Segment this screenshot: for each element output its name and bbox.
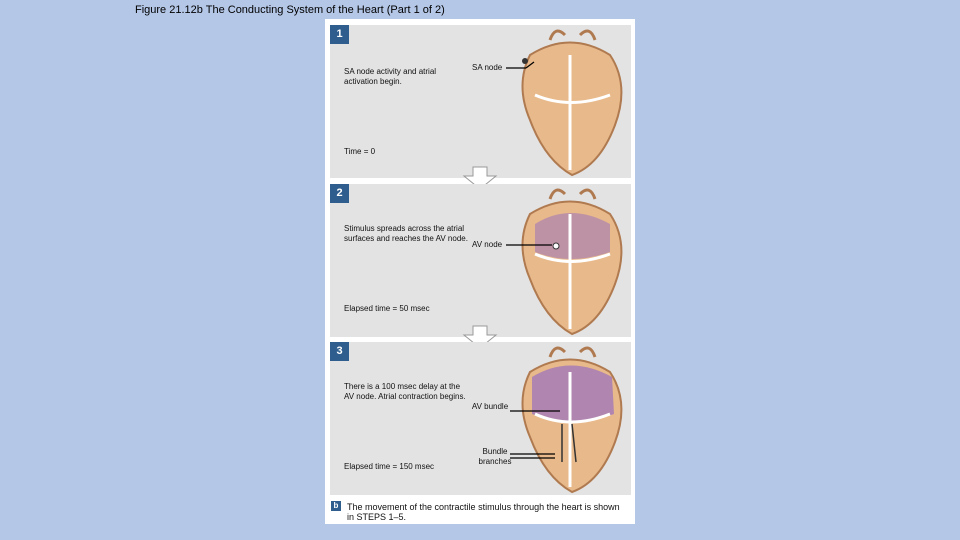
step-3-panel: 3 There is a 100 msec delay at the AV no… (330, 342, 631, 495)
av-node-leader (506, 240, 556, 250)
av-node-label: AV node (472, 240, 502, 250)
step-1-panel: 1 SA node activity and atrial activation… (330, 25, 631, 178)
step-2-time: Elapsed time = 50 msec (344, 304, 430, 313)
step-1-description: SA node activity and atrial activation b… (344, 67, 469, 87)
step-3-description: There is a 100 msec delay at the AV node… (344, 382, 469, 402)
figure-title: Figure 21.12b The Conducting System of t… (135, 4, 445, 16)
pathway-leaders (510, 406, 570, 476)
heart-illustration-2 (510, 184, 630, 336)
sa-node-leader (506, 59, 536, 71)
step-2-description: Stimulus spreads across the atrial surfa… (344, 224, 469, 244)
figure-caption: The movement of the contractile stimulus… (347, 502, 627, 522)
sa-node-label: SA node (472, 63, 502, 73)
step-3-badge: 3 (330, 342, 349, 361)
caption-letter: b (331, 501, 341, 511)
step-1-badge: 1 (330, 25, 349, 44)
step-2-badge: 2 (330, 184, 349, 203)
figure-card: 1 SA node activity and atrial activation… (325, 19, 635, 524)
step-3-time: Elapsed time = 150 msec (344, 462, 434, 471)
heart-illustration-1 (510, 25, 630, 177)
step-2-panel: 2 Stimulus spreads across the atrial sur… (330, 184, 631, 337)
av-bundle-label: AV bundle (466, 402, 514, 412)
step-1-time: Time = 0 (344, 147, 375, 156)
